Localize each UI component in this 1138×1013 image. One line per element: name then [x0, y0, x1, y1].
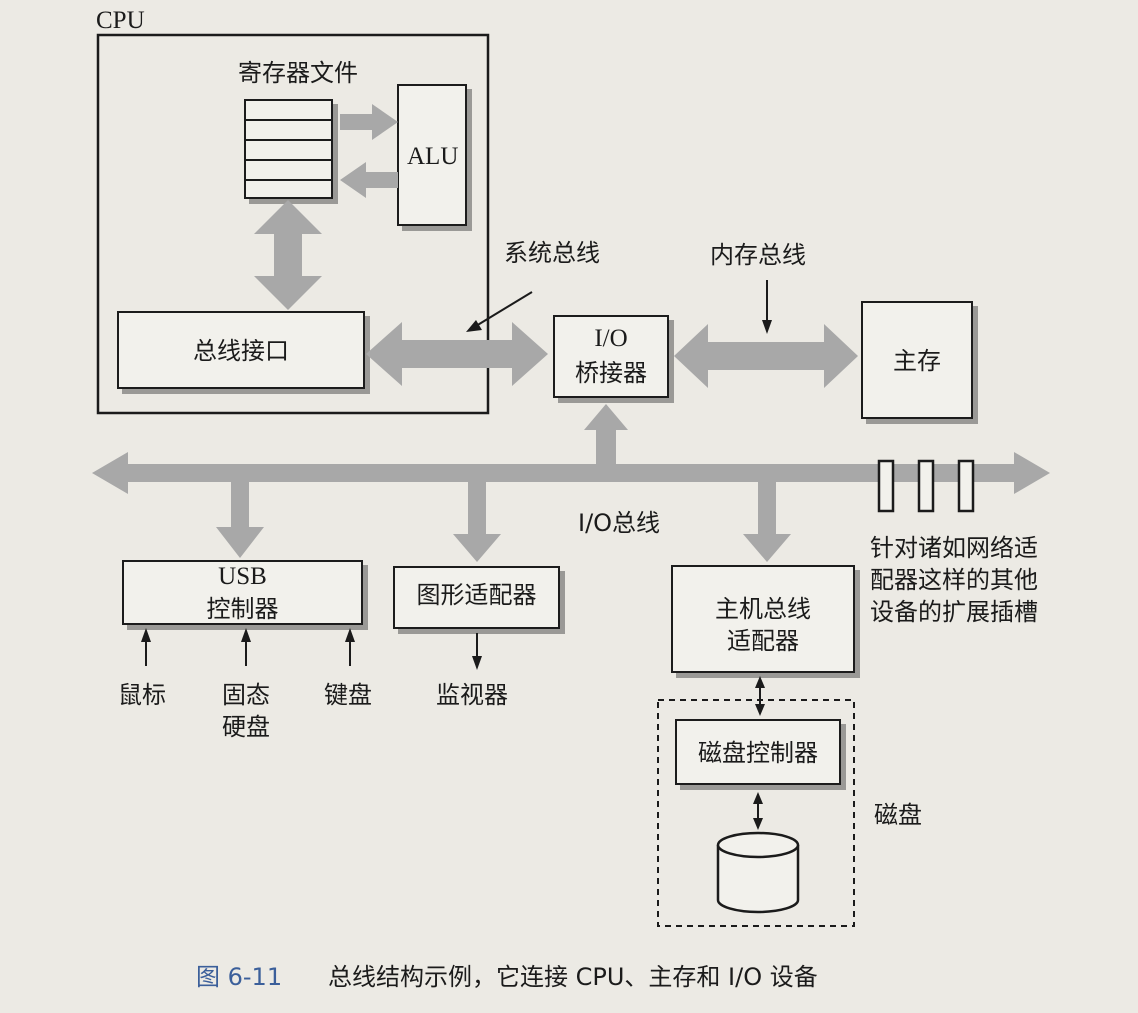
io-bus-arrow — [92, 452, 1050, 494]
io-bridge-label-1: I/O — [594, 325, 628, 352]
usb-controller-box — [122, 560, 363, 625]
memory-bus-label: 内存总线 — [710, 241, 806, 269]
expansion-slot-3 — [957, 459, 975, 513]
expansion-slots-label-1: 针对诸如网络适 — [870, 534, 1038, 562]
graphics-adapter-box — [393, 566, 560, 629]
mouse-label: 鼠标 — [118, 681, 166, 709]
main-memory-box — [861, 301, 973, 419]
host-adapter-disk-arrow — [755, 676, 765, 716]
monitor-label: 监视器 — [436, 681, 508, 709]
memory-bus-pointer — [762, 280, 772, 334]
io-bridge-box — [553, 315, 669, 398]
expansion-slot-2 — [917, 459, 935, 513]
bridge-io-bus-arrow — [584, 404, 628, 470]
system-bus-pointer — [466, 291, 533, 332]
usb-label-2: 控制器 — [206, 595, 279, 623]
alu-to-register-arrow — [340, 162, 398, 198]
memory-bus-arrow — [674, 324, 858, 388]
io-bridge-label-2: 桥接器 — [575, 359, 647, 387]
caption-text: 总线结构示例，它连接 CPU、主存和 I/O 设备 — [328, 963, 818, 991]
host-bus-adapter-label-2: 适配器 — [727, 627, 799, 655]
alu-box — [397, 84, 467, 226]
keyboard-arrow — [345, 628, 355, 666]
host-bus-adapter-box — [671, 565, 855, 673]
usb-drop-arrow — [216, 480, 264, 558]
expansion-slot-1 — [877, 459, 895, 513]
disk-enclosure — [657, 699, 855, 927]
caption-number: 图 6-11 — [196, 963, 283, 991]
disk-cylinder-icon — [716, 831, 800, 914]
cpu-box — [96, 33, 490, 415]
bus-interface-label: 总线接口 — [193, 337, 289, 365]
host-bus-adapter-label-1: 主机总线 — [715, 595, 811, 623]
keyboard-label: 键盘 — [324, 681, 372, 709]
cpu-label: CPU — [96, 7, 145, 34]
host-adapter-drop-arrow — [743, 480, 791, 562]
register-file — [244, 99, 333, 199]
disk-controller-box — [675, 719, 841, 785]
expansion-slots-label-2: 配器这样的其他 — [870, 566, 1038, 594]
register-to-alu-arrow — [340, 104, 398, 140]
io-bus-label: I/O总线 — [578, 509, 661, 537]
main-memory-label: 主存 — [893, 347, 941, 375]
register-file-label: 寄存器文件 — [238, 59, 358, 87]
controller-disk-arrow — [753, 792, 763, 830]
disk-label: 磁盘 — [874, 801, 922, 829]
system-bus-label: 系统总线 — [504, 239, 600, 267]
ssd-label-2: 硬盘 — [222, 713, 270, 741]
usb-label-1: USB — [218, 563, 267, 590]
graphics-drop-arrow — [453, 480, 501, 562]
ssd-arrow — [241, 628, 251, 666]
monitor-arrow — [472, 633, 482, 670]
graphics-adapter-label: 图形适配器 — [416, 581, 537, 609]
register-bus-interface-arrow — [254, 200, 322, 310]
mouse-arrow — [141, 628, 151, 666]
bus-interface-box — [117, 311, 365, 389]
disk-controller-label: 磁盘控制器 — [698, 739, 818, 767]
expansion-slots-label-3: 设备的扩展插槽 — [870, 598, 1038, 626]
alu-label: ALU — [407, 143, 459, 170]
system-bus-arrow — [366, 322, 548, 386]
ssd-label-1: 固态 — [222, 681, 270, 709]
